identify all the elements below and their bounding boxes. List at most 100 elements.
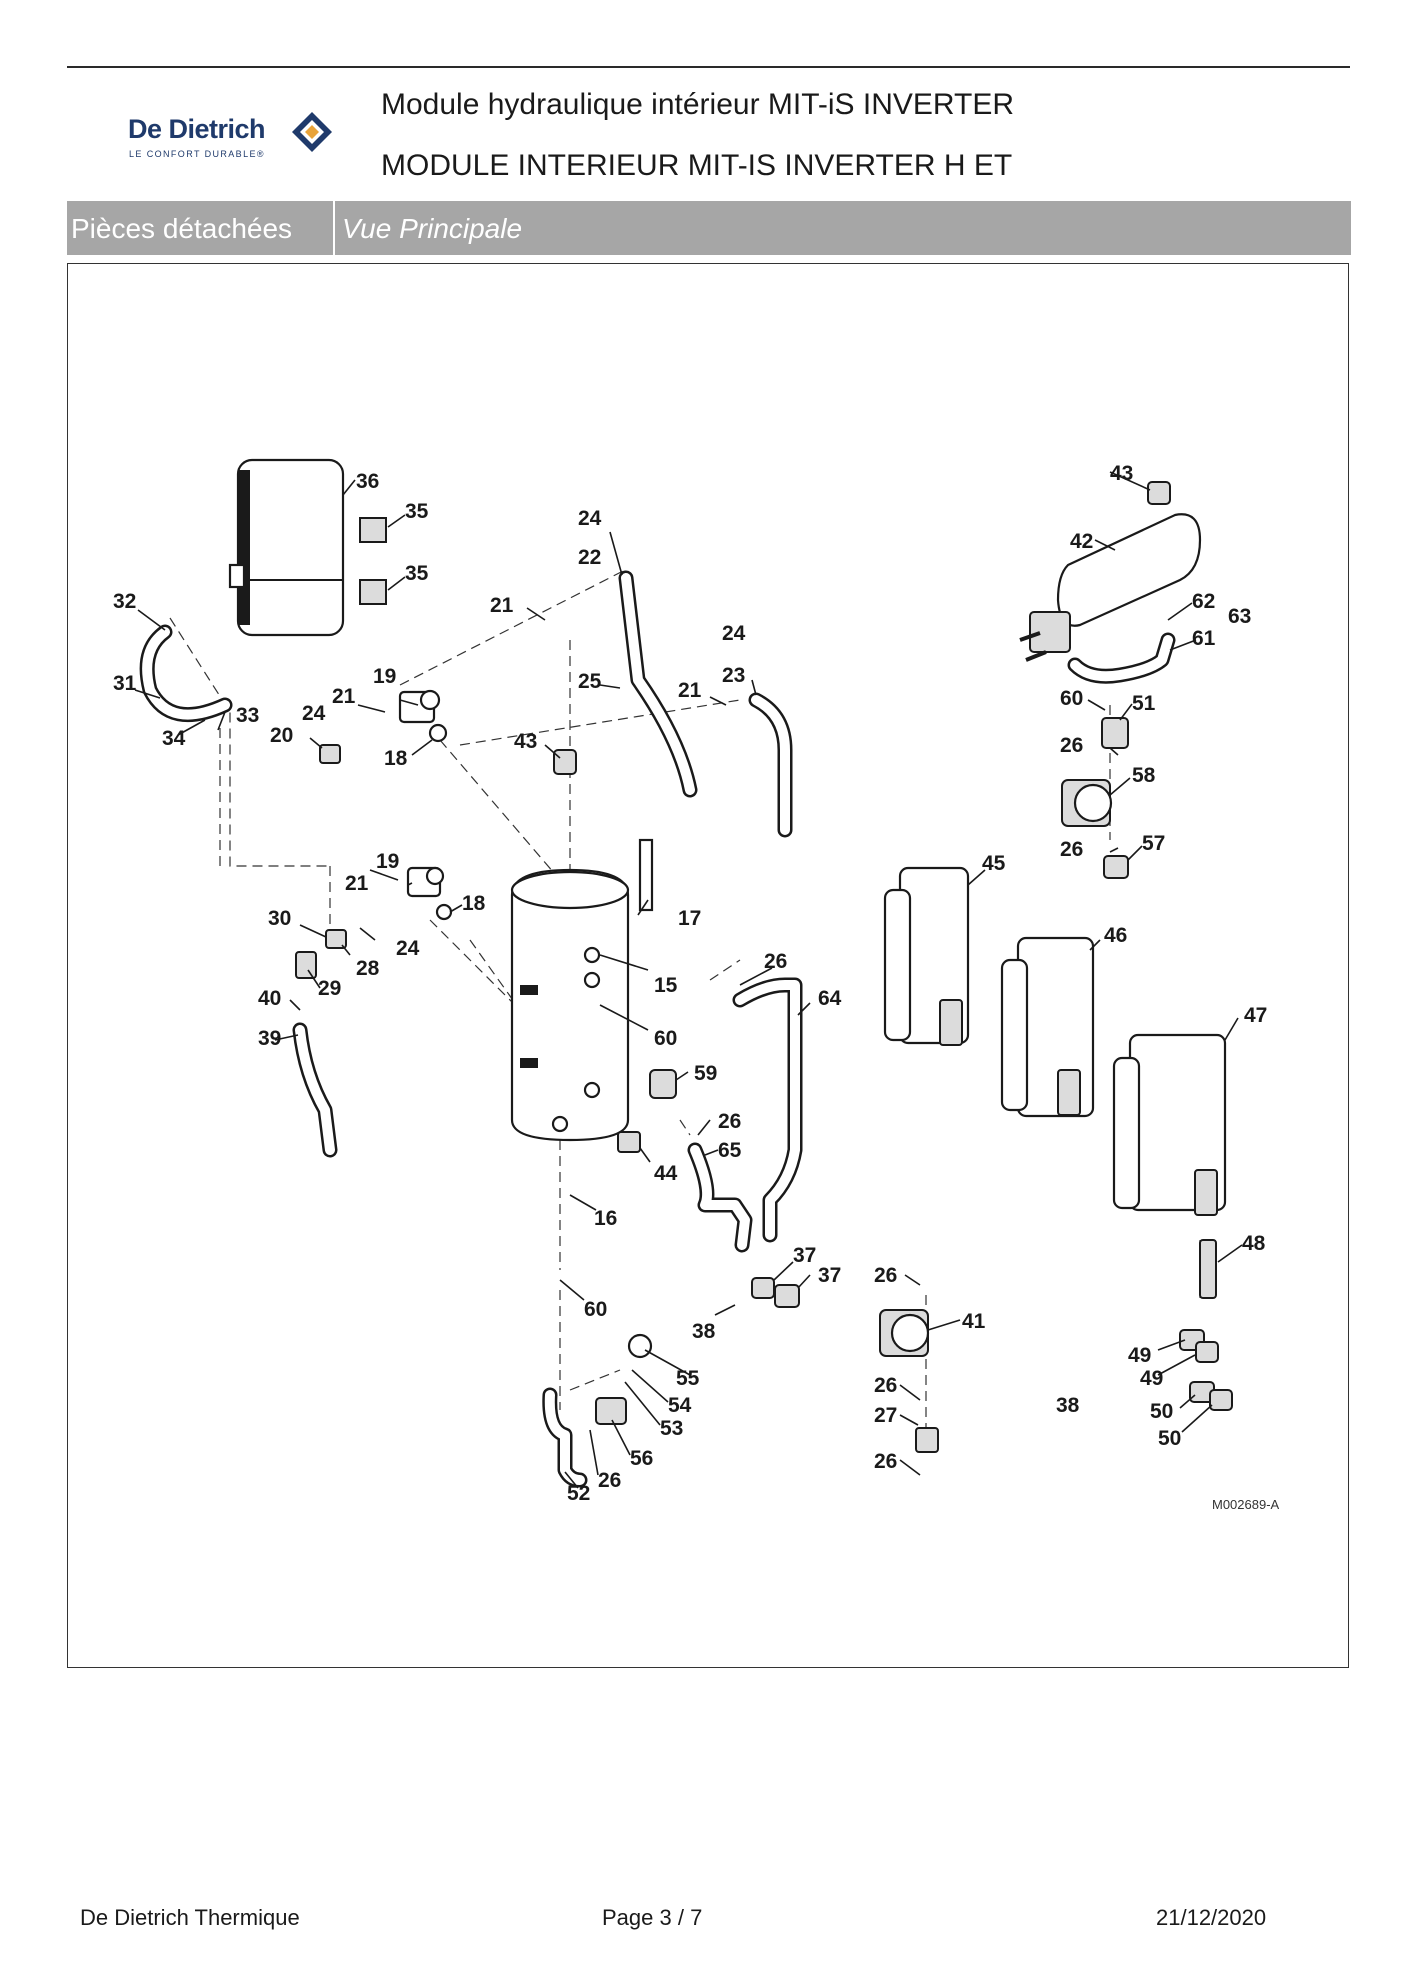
callout: 26 xyxy=(874,1374,897,1397)
callout: 55 xyxy=(676,1367,700,1390)
callout: 26 xyxy=(598,1469,621,1492)
callout: 21 xyxy=(332,685,356,708)
expansion-vessel xyxy=(228,458,345,637)
exchanger-45 xyxy=(883,866,970,1046)
pump-58 xyxy=(1061,779,1113,827)
callout: 32 xyxy=(113,590,136,613)
callout: 24 xyxy=(302,702,326,725)
callout: 19 xyxy=(376,850,399,873)
callout: 26 xyxy=(1060,838,1083,861)
valve-48 xyxy=(1199,1239,1217,1299)
callout: 22 xyxy=(578,546,601,569)
callout: 41 xyxy=(962,1310,986,1333)
callout: 64 xyxy=(818,987,842,1010)
air-vent-43-right xyxy=(1147,481,1171,505)
section-category-label: Pièces détachées xyxy=(71,213,293,244)
callout: 63 xyxy=(1228,605,1251,628)
fitting-29 xyxy=(295,951,317,979)
callout: 37 xyxy=(793,1244,816,1267)
callout: 45 xyxy=(982,852,1006,875)
callout: 26 xyxy=(1060,734,1083,757)
seal-55 xyxy=(627,1333,653,1359)
callout: 43 xyxy=(514,730,537,753)
fittings-50 xyxy=(1189,1381,1233,1411)
callout: 59 xyxy=(694,1062,717,1085)
callout: 21 xyxy=(678,679,702,702)
callout: 57 xyxy=(1142,832,1165,855)
callout: 25 xyxy=(578,670,602,693)
callout: 38 xyxy=(692,1320,716,1343)
footer-page-number: Page 3 / 7 xyxy=(602,1905,703,1930)
callout: 26 xyxy=(718,1110,741,1133)
diamond-logo-icon xyxy=(292,112,332,152)
bracket-17 xyxy=(638,838,654,912)
callout: 35 xyxy=(405,500,429,523)
callout: 52 xyxy=(567,1482,590,1505)
callout: 33 xyxy=(236,704,259,727)
fittings-37 xyxy=(751,1277,800,1308)
callout: 50 xyxy=(1150,1400,1173,1423)
callout: 54 xyxy=(668,1394,692,1417)
heater-42 xyxy=(1019,513,1202,662)
callout: 37 xyxy=(818,1264,841,1287)
bracket-57 xyxy=(1103,855,1129,879)
footer-date: 21/12/2020 xyxy=(1156,1905,1267,1930)
callout: 29 xyxy=(318,977,341,1000)
callout: 21 xyxy=(490,594,514,617)
seal-18-upper xyxy=(428,723,448,743)
callout: 60 xyxy=(584,1298,607,1321)
callout: 47 xyxy=(1244,1004,1267,1027)
callout: 62 xyxy=(1192,590,1215,613)
callout: 21 xyxy=(345,872,369,895)
pump-41 xyxy=(879,1309,930,1357)
callout: 23 xyxy=(722,664,745,687)
valve-28 xyxy=(325,929,347,949)
storage-tank-15 xyxy=(510,868,630,1142)
callout: 40 xyxy=(258,987,281,1010)
callout: 56 xyxy=(630,1447,653,1470)
drawing-reference: M002689-A xyxy=(1212,1497,1280,1512)
strainer-27 xyxy=(915,1427,939,1453)
callout-numbers: 36 35 35 32 31 34 33 24 21 19 20 18 21 2… xyxy=(113,462,1267,1505)
callout: 30 xyxy=(268,907,291,930)
elbow-59 xyxy=(649,1069,677,1099)
callout: 34 xyxy=(162,727,186,750)
callout: 53 xyxy=(660,1417,683,1440)
callout: 26 xyxy=(874,1450,897,1473)
callout: 17 xyxy=(678,907,701,930)
callout: 18 xyxy=(384,747,408,770)
callout: 43 xyxy=(1110,462,1133,485)
callout: 48 xyxy=(1242,1232,1266,1255)
document-title: Module hydraulique intérieur MIT-iS INVE… xyxy=(381,88,1015,121)
seal-18-lower xyxy=(435,903,453,921)
header-rule xyxy=(67,66,1350,68)
callout: 20 xyxy=(270,724,293,747)
callout: 26 xyxy=(874,1264,897,1287)
brand-logo: De Dietrich LE CONFORT DURABLE® xyxy=(128,108,343,166)
callout: 31 xyxy=(113,672,137,695)
footer-company: De Dietrich Thermique xyxy=(80,1905,300,1930)
callout: 26 xyxy=(764,950,787,973)
callout: 50 xyxy=(1158,1427,1181,1450)
callout: 27 xyxy=(874,1404,897,1427)
exchanger-47 xyxy=(1112,1033,1227,1216)
callout: 36 xyxy=(356,470,379,493)
brand-name: De Dietrich xyxy=(128,114,266,144)
callout: 15 xyxy=(654,974,678,997)
fitting-44 xyxy=(617,1131,641,1153)
air-vent-43-left xyxy=(553,749,577,775)
callout: 42 xyxy=(1070,530,1093,553)
bracket-35b xyxy=(359,579,387,605)
valve-19-upper xyxy=(398,689,441,724)
bracket-35a xyxy=(359,517,387,543)
fittings-49 xyxy=(1179,1329,1219,1363)
exchanger-46 xyxy=(1000,936,1095,1118)
callout: 28 xyxy=(356,957,380,980)
callout: 60 xyxy=(1060,687,1083,710)
section-bar: Pièces détachées Vue Principale xyxy=(67,201,1351,255)
callout: 24 xyxy=(722,622,746,645)
callout: 44 xyxy=(654,1162,678,1185)
callout: 49 xyxy=(1140,1367,1163,1390)
callout: 35 xyxy=(405,562,429,585)
